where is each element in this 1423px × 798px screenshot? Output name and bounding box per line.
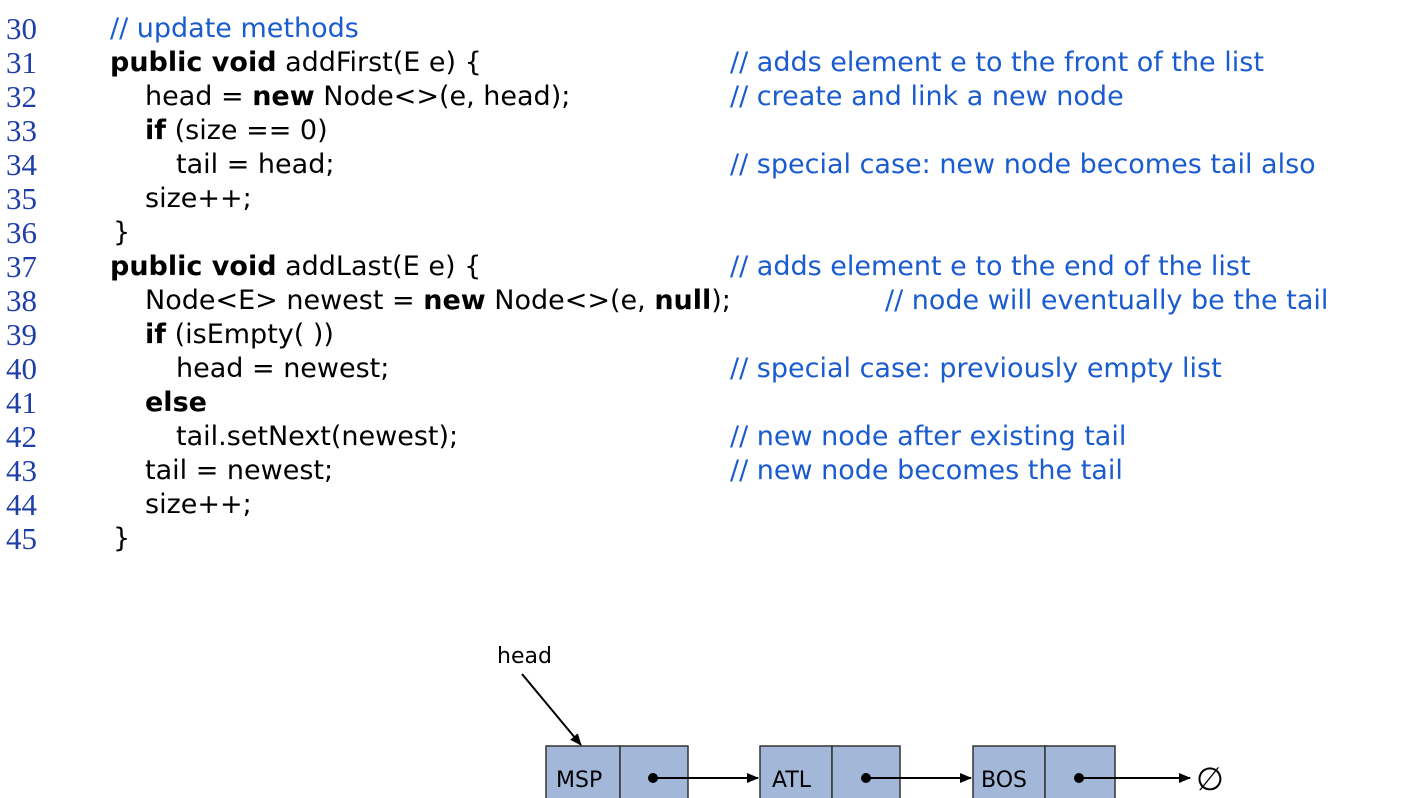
node-element-cell [545,745,621,798]
code-comment: // special case: new node becomes tail a… [730,149,1316,180]
code-text: tail = head; [176,149,335,180]
node-element-label: ATL [772,768,812,793]
code-fragment: (size == 0) [166,115,328,146]
code-fragment: (isEmpty( )) [166,319,334,350]
line-number: 42 [6,419,37,454]
code-line-32: 32 head = new Node<>(e, head); // create… [0,80,1423,114]
code-comment: // new node becomes the tail [730,455,1123,486]
keyword: public void [110,251,277,282]
list-node: ATL [759,745,972,798]
line-number: 38 [6,283,37,318]
node-next-cell [831,745,901,798]
code-text: Node<E> newest = new Node<>(e, null); [145,284,731,318]
line-number: 44 [6,487,37,522]
line-number: 35 [6,181,37,216]
code-line-35: 35 size++; [0,182,1423,216]
code-text: head = newest; [176,353,390,384]
node-next-cell [619,745,689,798]
head-label: head [497,644,552,669]
code-line-41: 41 else [0,386,1423,420]
code-text: tail = newest; [145,455,334,486]
list-node: BOS [972,745,1191,798]
line-number: 41 [6,385,37,420]
node-element-label: BOS [981,768,1027,793]
code-comment: // update methods [110,13,359,44]
code-text: else [145,386,207,420]
keyword: if [145,115,167,146]
line-number: 36 [6,215,37,250]
keyword: public void [110,47,277,78]
code-text: } [113,217,131,248]
code-text: size++; [145,489,252,520]
code-comment: // node will eventually be the tail [885,285,1329,316]
code-comment: // special case: previously empty list [730,353,1222,384]
head-pointer-arrow [521,673,582,746]
code-text: } [113,523,131,554]
code-line-38: 38 Node<E> newest = new Node<>(e, null);… [0,284,1423,318]
code-line-42: 42 tail.setNext(newest); // new node aft… [0,420,1423,454]
code-text: if (size == 0) [145,114,328,148]
code-line-43: 43 tail = newest; // new node becomes th… [0,454,1423,488]
code-line-30: 30 // update methods [0,12,1423,46]
code-line-37: 37 public void addLast(E e) { // adds el… [0,250,1423,284]
code-text: public void addFirst(E e) { [110,46,482,80]
code-line-44: 44 size++; [0,488,1423,522]
code-fragment: Node<>(e, [485,285,655,316]
code-line-33: 33 if (size == 0) [0,114,1423,148]
list-node: MSP [545,745,759,798]
code-line-34: 34 tail = head; // special case: new nod… [0,148,1423,182]
line-number: 40 [6,351,37,386]
keyword: new [252,81,315,112]
code-line-36: 36 } [0,216,1423,250]
keyword: null [654,285,712,316]
code-line-45: 45 } [0,522,1423,556]
code-text: if (isEmpty( )) [145,318,334,352]
code-fragment: ); [711,285,731,316]
null-symbol: ∅ [1196,760,1224,798]
node-element-label: MSP [556,768,602,793]
code-text: public void addLast(E e) { [110,250,481,284]
code-fragment: addLast(E e) { [276,251,482,282]
code-comment: // create and link a new node [730,81,1124,112]
line-number: 45 [6,521,37,556]
line-number: 43 [6,453,37,488]
code-comment: // new node after existing tail [730,421,1127,452]
code-fragment: Node<>(e, head); [314,81,571,112]
code-fragment: Node<E> newest = [145,285,424,316]
code-text: tail.setNext(newest); [176,421,459,452]
code-line-39: 39 if (isEmpty( )) [0,318,1423,352]
line-number: 30 [6,11,37,46]
code-line-40: 40 head = newest; // special case: previ… [0,352,1423,386]
code-comment: // adds element e to the end of the list [730,251,1251,282]
code-text: size++; [145,183,252,214]
line-number: 39 [6,317,37,352]
code-text: head = new Node<>(e, head); [145,80,570,114]
line-number: 31 [6,45,37,80]
code-fragment: addFirst(E e) { [276,47,482,78]
code-line-31: 31 public void addFirst(E e) { // adds e… [0,46,1423,80]
line-number: 33 [6,113,37,148]
code-comment: // adds element e to the front of the li… [730,47,1264,78]
line-number: 34 [6,147,37,182]
keyword: else [145,387,207,418]
code-fragment: head = [145,81,253,112]
node-next-cell [1044,745,1116,798]
keyword: new [423,285,486,316]
line-number: 32 [6,79,37,114]
keyword: if [145,319,167,350]
line-number: 37 [6,249,37,284]
